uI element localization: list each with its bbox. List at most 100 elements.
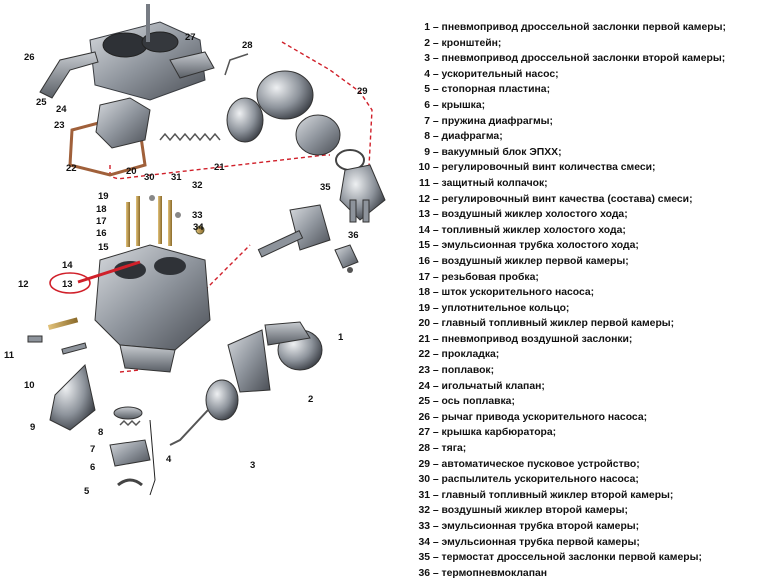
legend-text: – пружина диафрагмы; <box>430 115 553 127</box>
callout-34: 34 <box>193 222 204 233</box>
vacuum-block <box>49 364 96 431</box>
legend-number: 23 <box>418 365 430 377</box>
throttle-actuator-second <box>169 379 239 446</box>
legend-item: 9 – вакуумный блок ЭПХХ; <box>416 145 771 161</box>
legend-number: 30 <box>418 474 430 486</box>
legend-item: 24 – игольчатый клапан; <box>416 379 771 395</box>
legend-item: 1 – пневмопривод дроссельной заслонки пе… <box>416 20 771 36</box>
legend-item: 12 – регулировочный винт качества (соста… <box>416 192 771 208</box>
callout-9: 9 <box>30 422 35 433</box>
legend-text: – эмульсионная трубка первой камеры; <box>430 536 640 548</box>
choke-spring <box>159 132 221 142</box>
legend-text: – главный топливный жиклер второй камеры… <box>430 489 674 501</box>
legend-number: 33 <box>418 521 430 532</box>
thermostat <box>257 204 331 258</box>
callout-36: 36 <box>348 230 359 241</box>
legend-number: 27 <box>418 427 430 439</box>
legend-text: – поплавок; <box>430 365 495 377</box>
callout-35: 35 <box>320 182 331 193</box>
legend-number: 32 <box>418 505 430 517</box>
callout-14: 14 <box>62 260 73 271</box>
legend-number: 34 <box>418 536 430 548</box>
callout-17: 17 <box>96 216 107 227</box>
pump-bracket <box>149 419 156 496</box>
callout-10: 10 <box>24 380 35 391</box>
legend-number: 22 <box>418 349 430 361</box>
callout-28: 28 <box>242 40 253 51</box>
thermo-valve <box>334 244 359 273</box>
adjusting-screws <box>27 317 87 355</box>
legend-item: 4 – ускорительный насос; <box>416 67 771 83</box>
throttle-actuator-first <box>264 321 323 371</box>
legend-text: – шток ускорительного насоса; <box>430 287 595 299</box>
legend-text: – прокладка; <box>430 349 500 361</box>
legend-item: 28 – тяга; <box>416 441 771 457</box>
legend-text: – пневмопривод дроссельной заслонки перв… <box>430 22 726 33</box>
legend-number: 25 <box>418 396 430 408</box>
legend-item: 2 – кронштейн; <box>416 36 771 52</box>
callout-8: 8 <box>98 427 103 438</box>
callout-5: 5 <box>84 486 90 497</box>
legend-text: – рычаг привода ускорительного насоса; <box>430 411 648 423</box>
legend-item: 13 – воздушный жиклер холостого хода; <box>416 207 771 223</box>
legend-number: 31 <box>418 489 430 501</box>
legend-number: 3 <box>424 53 430 65</box>
pump-lever <box>39 51 99 99</box>
legend-text: – ускорительный насос; <box>430 68 559 80</box>
legend-text: – вакуумный блок ЭПХХ; <box>430 146 562 158</box>
legend-item: 27 – крышка карбюратора; <box>416 425 771 441</box>
callout-20: 20 <box>126 166 137 177</box>
callout-27: 27 <box>185 32 196 43</box>
legend-number: 28 <box>418 443 430 455</box>
legend-number: 24 <box>418 380 430 392</box>
legend-number: 9 <box>424 146 430 158</box>
jets-and-tubes <box>126 195 205 247</box>
callout-23: 23 <box>54 120 65 131</box>
legend-text: – пневмопривод воздушной заслонки; <box>430 333 633 345</box>
bracket <box>227 329 271 393</box>
legend-text: – пневмопривод дроссельной заслонки втор… <box>430 53 726 65</box>
legend-number: 4 <box>424 68 430 80</box>
legend-text: – кронштейн; <box>430 37 502 49</box>
legend-number: 1 <box>424 22 430 33</box>
callout-7: 7 <box>90 444 95 455</box>
carburetor-cover <box>89 4 215 101</box>
callout-12: 12 <box>18 279 29 290</box>
legend-text: – главный топливный жиклер первой камеры… <box>430 318 675 330</box>
legend-item: 19 – уплотнительное кольцо; <box>416 301 771 317</box>
legend-text: – воздушный жиклер холостого хода; <box>430 209 628 221</box>
legend-item: 17 – резьбовая пробка; <box>416 270 771 286</box>
legend-number: 2 <box>424 37 430 49</box>
legend-item: 29 – автоматическое пусковое устройство; <box>416 457 771 473</box>
legend-item: 36 – термопневмоклапан <box>416 566 771 581</box>
legend-item: 31 – главный топливный жиклер второй кам… <box>416 488 771 504</box>
legend-number: 6 <box>424 99 430 111</box>
legend-item: 14 – топливный жиклер холостого хода; <box>416 223 771 239</box>
highlight-ring <box>49 272 91 294</box>
parts-legend: 1 – пневмопривод дроссельной заслонки пе… <box>416 20 771 581</box>
callout-13: 13 <box>62 279 73 290</box>
legend-number: 12 <box>418 193 430 205</box>
legend-text: – регулировочный винт качества (состава)… <box>430 193 693 205</box>
legend-item: 6 – крышка; <box>416 98 771 114</box>
legend-item: 20 – главный топливный жиклер первой кам… <box>416 316 771 332</box>
legend-number: 16 <box>418 255 430 267</box>
legend-number: 18 <box>418 287 430 299</box>
legend-item: 35 – термостат дроссельной заслонки перв… <box>416 550 771 566</box>
legend-text: – эмульсионная трубка второй камеры; <box>430 521 640 532</box>
callout-6: 6 <box>90 462 95 473</box>
callout-15: 15 <box>98 242 109 253</box>
callout-3: 3 <box>250 460 255 471</box>
legend-number: 5 <box>424 84 430 96</box>
legend-number: 7 <box>424 115 430 127</box>
legend-item: 15 – эмульсионная трубка холостого хода; <box>416 238 771 254</box>
legend-item: 25 – ось поплавка; <box>416 394 771 410</box>
legend-number: 15 <box>418 240 430 252</box>
legend-number: 29 <box>418 458 430 470</box>
legend-number: 17 <box>418 271 430 283</box>
callout-31: 31 <box>171 172 182 183</box>
legend-item: 32 – воздушный жиклер второй камеры; <box>416 503 771 519</box>
legend-text: – термопневмоклапан <box>430 567 548 579</box>
callout-26: 26 <box>24 52 35 63</box>
legend-item: 26 – рычаг привода ускорительного насоса… <box>416 410 771 426</box>
